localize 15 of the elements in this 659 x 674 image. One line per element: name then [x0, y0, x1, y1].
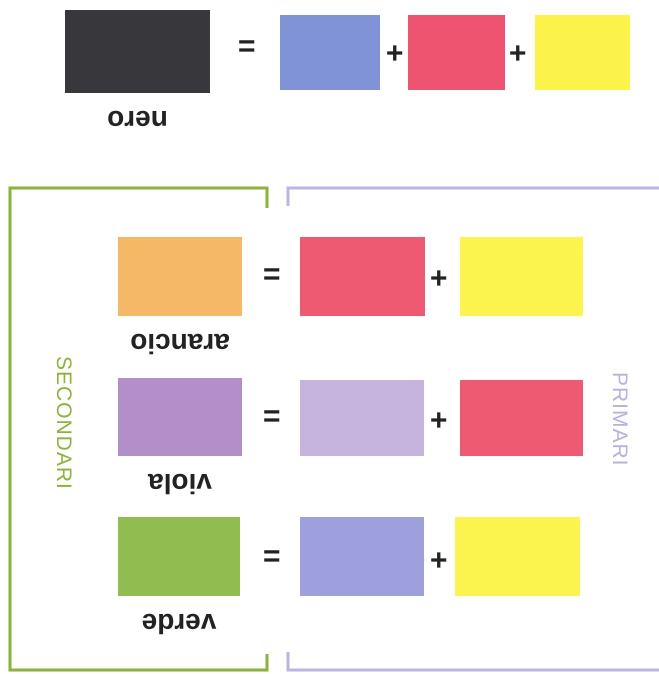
math-sign: +	[430, 544, 448, 574]
color-name: viola	[146, 468, 213, 498]
math-sign: =	[263, 400, 281, 430]
group-title: PRIMARI	[608, 372, 630, 467]
math-sign: +	[430, 262, 448, 292]
math-sign: +	[430, 404, 448, 434]
color-name: nero	[106, 105, 169, 135]
math-sign: =	[263, 258, 281, 288]
math-sign: =	[238, 30, 256, 60]
math-sign: +	[509, 37, 527, 67]
math-sign: +	[386, 37, 404, 67]
group-title: SECONDARI	[52, 356, 74, 490]
math-sign: =	[263, 540, 281, 570]
color-name: verde	[140, 608, 218, 638]
color-name: arancio	[129, 328, 231, 358]
